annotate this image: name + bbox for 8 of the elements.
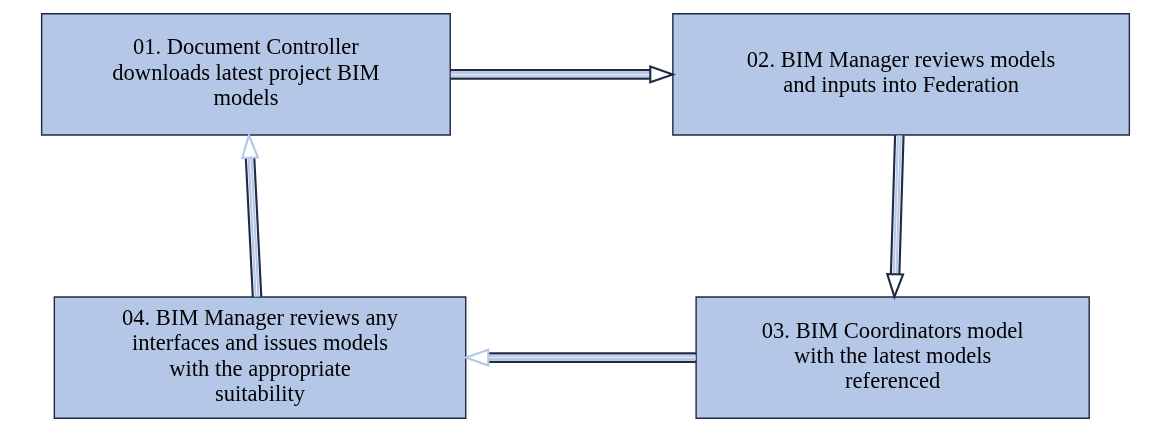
node-box: 02. BIM Manager reviews models and inputs into Federation bbox=[672, 13, 1131, 136]
arrow bbox=[885, 135, 905, 300]
arrow bbox=[462, 348, 696, 367]
arrow bbox=[450, 65, 676, 84]
node-box: 03. BIM Coordinators model with the latest models referenced bbox=[695, 296, 1090, 419]
node-box: 01. Document Controller downloads latest project BIM models bbox=[40, 13, 451, 136]
node-box: 04. BIM Manager reviews any interfaces and issues models with the appropriate suitability bbox=[53, 296, 467, 419]
arrow bbox=[240, 132, 263, 298]
